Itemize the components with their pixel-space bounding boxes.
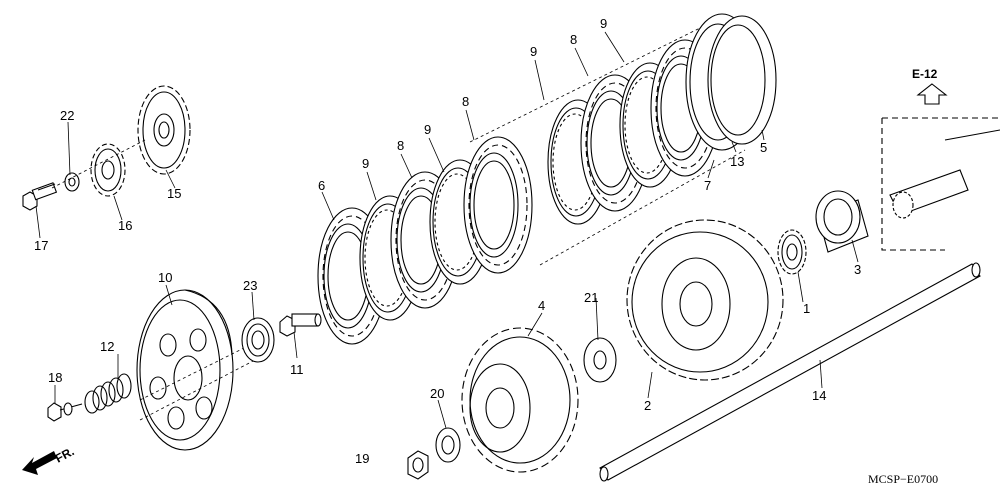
label-part-8c: 8 — [570, 32, 577, 47]
seat-5 — [707, 15, 777, 145]
washer-20 — [435, 427, 461, 463]
label-part-11: 11 — [290, 362, 304, 377]
front-direction-marker — [22, 451, 57, 475]
reference-label: E-12 — [912, 67, 938, 81]
label-part-22: 22 — [60, 108, 74, 123]
label-part-16: 16 — [118, 218, 132, 233]
lock-nut-19 — [407, 450, 429, 480]
label-part-1: 1 — [803, 301, 810, 316]
label-part-2: 2 — [644, 398, 651, 413]
clutch-center-4 — [461, 327, 579, 473]
mainshaft-14 — [599, 262, 981, 482]
front-arrow-icon — [22, 451, 57, 475]
sprocket-16 — [90, 143, 126, 197]
clutch-outer-2 — [626, 219, 784, 381]
front-label: FR. — [53, 444, 77, 465]
label-part-12: 12 — [100, 339, 114, 354]
leader-lines — [35, 31, 859, 429]
up-arrow-icon — [916, 83, 948, 105]
label-part-13: 13 — [730, 154, 744, 169]
gear-1 — [777, 229, 807, 275]
thrust-washer-21 — [583, 337, 617, 383]
label-part-10: 10 — [158, 270, 172, 285]
label-part-9c: 9 — [530, 44, 537, 59]
label-part-5: 5 — [760, 140, 767, 155]
bolt-17 — [22, 182, 58, 211]
bolt-18 — [47, 402, 83, 422]
label-part-19: 19 — [355, 451, 369, 466]
label-part-4: 4 — [538, 298, 545, 313]
label-part-9b: 9 — [424, 122, 431, 137]
spring-12 — [84, 373, 132, 414]
label-part-3: 3 — [854, 262, 861, 277]
bearing-23 — [241, 317, 275, 363]
label-part-8a: 8 — [397, 138, 404, 153]
drawing-code: MCSP−E0700 — [868, 472, 938, 486]
washer-22 — [64, 172, 80, 192]
pressure-plate-10 — [136, 289, 234, 451]
friction-plate-8b — [463, 136, 533, 274]
label-part-9a: 9 — [362, 156, 369, 171]
label-part-7: 7 — [704, 178, 711, 193]
label-part-18: 18 — [48, 370, 62, 385]
label-part-20: 20 — [430, 386, 444, 401]
label-part-17: 17 — [34, 238, 48, 253]
label-part-23: 23 — [243, 278, 257, 293]
gear-15 — [137, 85, 191, 175]
label-part-14: 14 — [812, 388, 826, 403]
label-part-15: 15 — [167, 186, 181, 201]
label-part-6: 6 — [318, 178, 325, 193]
label-part-21: 21 — [584, 290, 598, 305]
label-part-9d: 9 — [600, 16, 607, 31]
label-part-8b: 8 — [462, 94, 469, 109]
collar-3 — [815, 190, 869, 253]
rod-piece-11 — [279, 313, 322, 337]
reference-box — [881, 83, 1000, 251]
